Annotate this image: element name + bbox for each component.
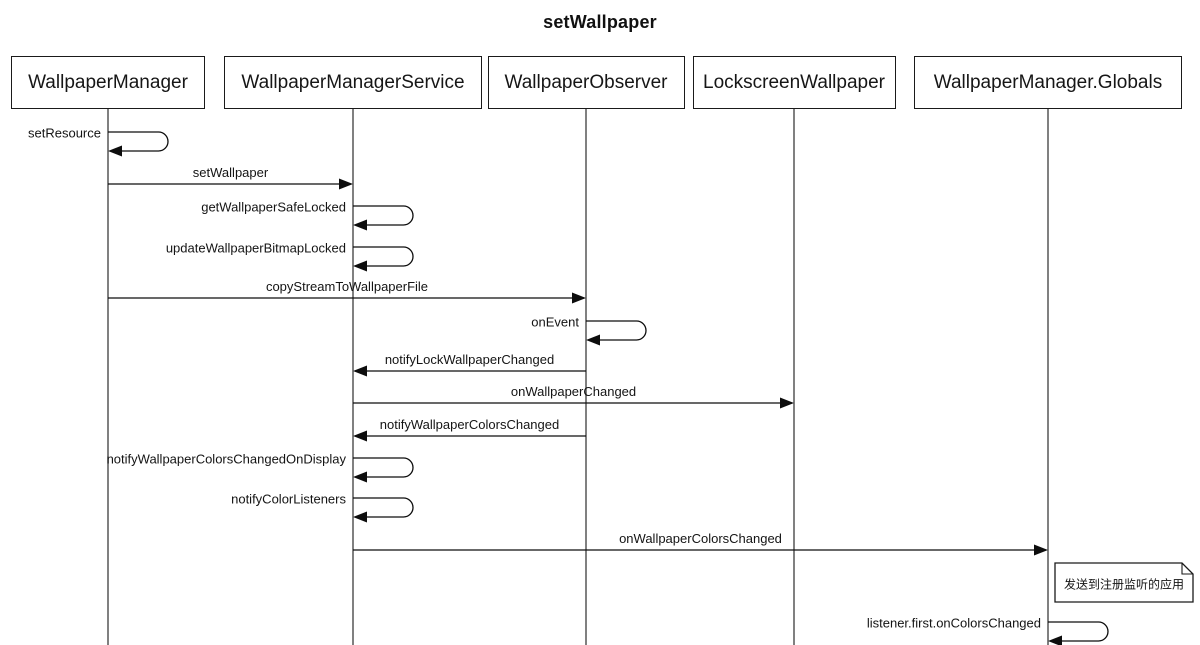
arrowhead-icon bbox=[1048, 635, 1062, 645]
message-label: notifyWallpaperColorsChangedOnDisplay bbox=[106, 451, 346, 467]
message-label: setWallpaper bbox=[192, 165, 269, 180]
arrowhead-icon bbox=[353, 471, 367, 483]
self-call-arrow bbox=[353, 457, 414, 478]
diagram-title: setWallpaper bbox=[543, 12, 657, 32]
message-label: notifyWallpaperColorsChanged bbox=[379, 417, 560, 432]
message-label: updateWallpaperBitmapLocked bbox=[165, 240, 346, 256]
message-label: listener.first.onColorsChanged bbox=[866, 615, 1041, 631]
participant-name: WallpaperManagerService bbox=[241, 71, 465, 93]
message-label: setResource bbox=[28, 125, 101, 141]
self-call-arrow bbox=[586, 320, 647, 341]
note-fold-icon bbox=[1181, 563, 1193, 575]
participant-box: WallpaperManager.Globals bbox=[914, 56, 1182, 109]
arrowhead-icon bbox=[353, 511, 367, 523]
arrowhead-icon bbox=[339, 178, 353, 190]
self-call-arrow bbox=[1048, 621, 1109, 642]
self-call-arrow bbox=[353, 497, 414, 518]
arrowhead-icon bbox=[586, 334, 600, 346]
arrowhead-icon bbox=[353, 260, 367, 272]
message-label: onWallpaperColorsChanged bbox=[619, 531, 782, 546]
participant-box: WallpaperManager bbox=[11, 56, 205, 109]
message-label: onEvent bbox=[531, 314, 579, 330]
message-label: notifyColorListeners bbox=[231, 491, 346, 507]
note-shape bbox=[1054, 562, 1194, 603]
participant-name: LockscreenWallpaper bbox=[703, 71, 885, 93]
arrowhead-icon bbox=[353, 365, 367, 377]
arrowhead-icon bbox=[572, 292, 586, 304]
participant-name: WallpaperObserver bbox=[504, 71, 668, 93]
self-call-arrow bbox=[353, 246, 414, 267]
arrowhead-icon bbox=[353, 430, 367, 442]
participant-box: WallpaperObserver bbox=[487, 56, 685, 109]
note-text: 发送到注册监听的应用 bbox=[1063, 577, 1185, 591]
participant-box: WallpaperManagerService bbox=[224, 56, 482, 109]
arrowhead-icon bbox=[780, 397, 794, 409]
participant-box: LockscreenWallpaper bbox=[692, 56, 896, 109]
self-call-arrow bbox=[353, 205, 414, 226]
message-label: getWallpaperSafeLocked bbox=[201, 199, 346, 215]
arrowhead-icon bbox=[108, 145, 122, 157]
arrowhead-icon bbox=[353, 219, 367, 231]
message-label: notifyLockWallpaperChanged bbox=[384, 352, 555, 367]
message-label: onWallpaperChanged bbox=[510, 384, 637, 399]
participant-name: WallpaperManager bbox=[28, 71, 188, 93]
self-call-arrow bbox=[108, 131, 169, 152]
participant-name: WallpaperManager.Globals bbox=[933, 71, 1163, 93]
arrowhead-icon bbox=[1034, 544, 1048, 556]
message-label: copyStreamToWallpaperFile bbox=[265, 279, 429, 294]
